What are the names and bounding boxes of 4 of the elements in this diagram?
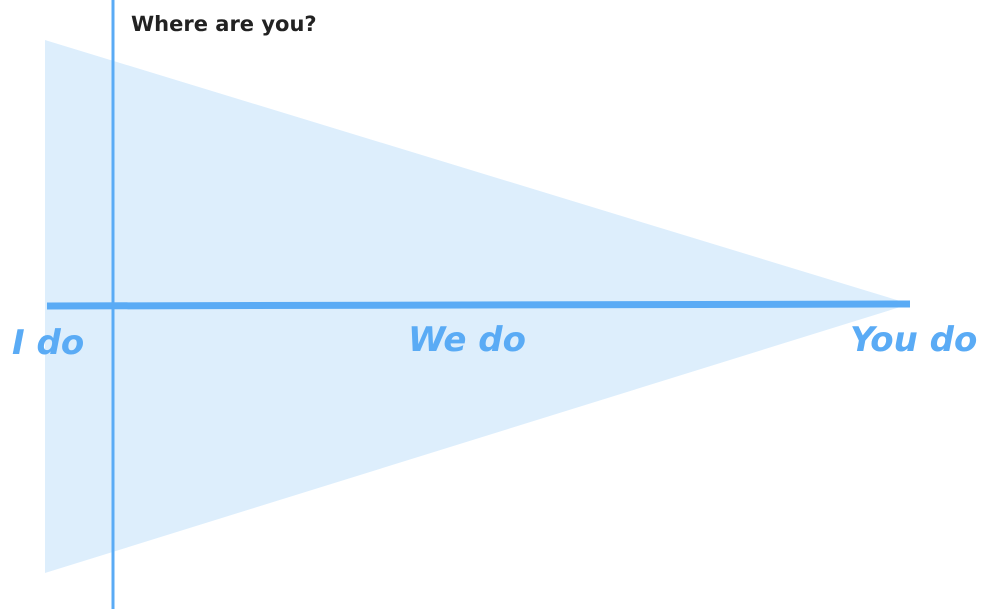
- stage-label: You do: [850, 320, 978, 360]
- question-text: Where are you?: [131, 12, 317, 36]
- stage-label: We do: [408, 320, 526, 360]
- stage-label: I do: [12, 323, 84, 363]
